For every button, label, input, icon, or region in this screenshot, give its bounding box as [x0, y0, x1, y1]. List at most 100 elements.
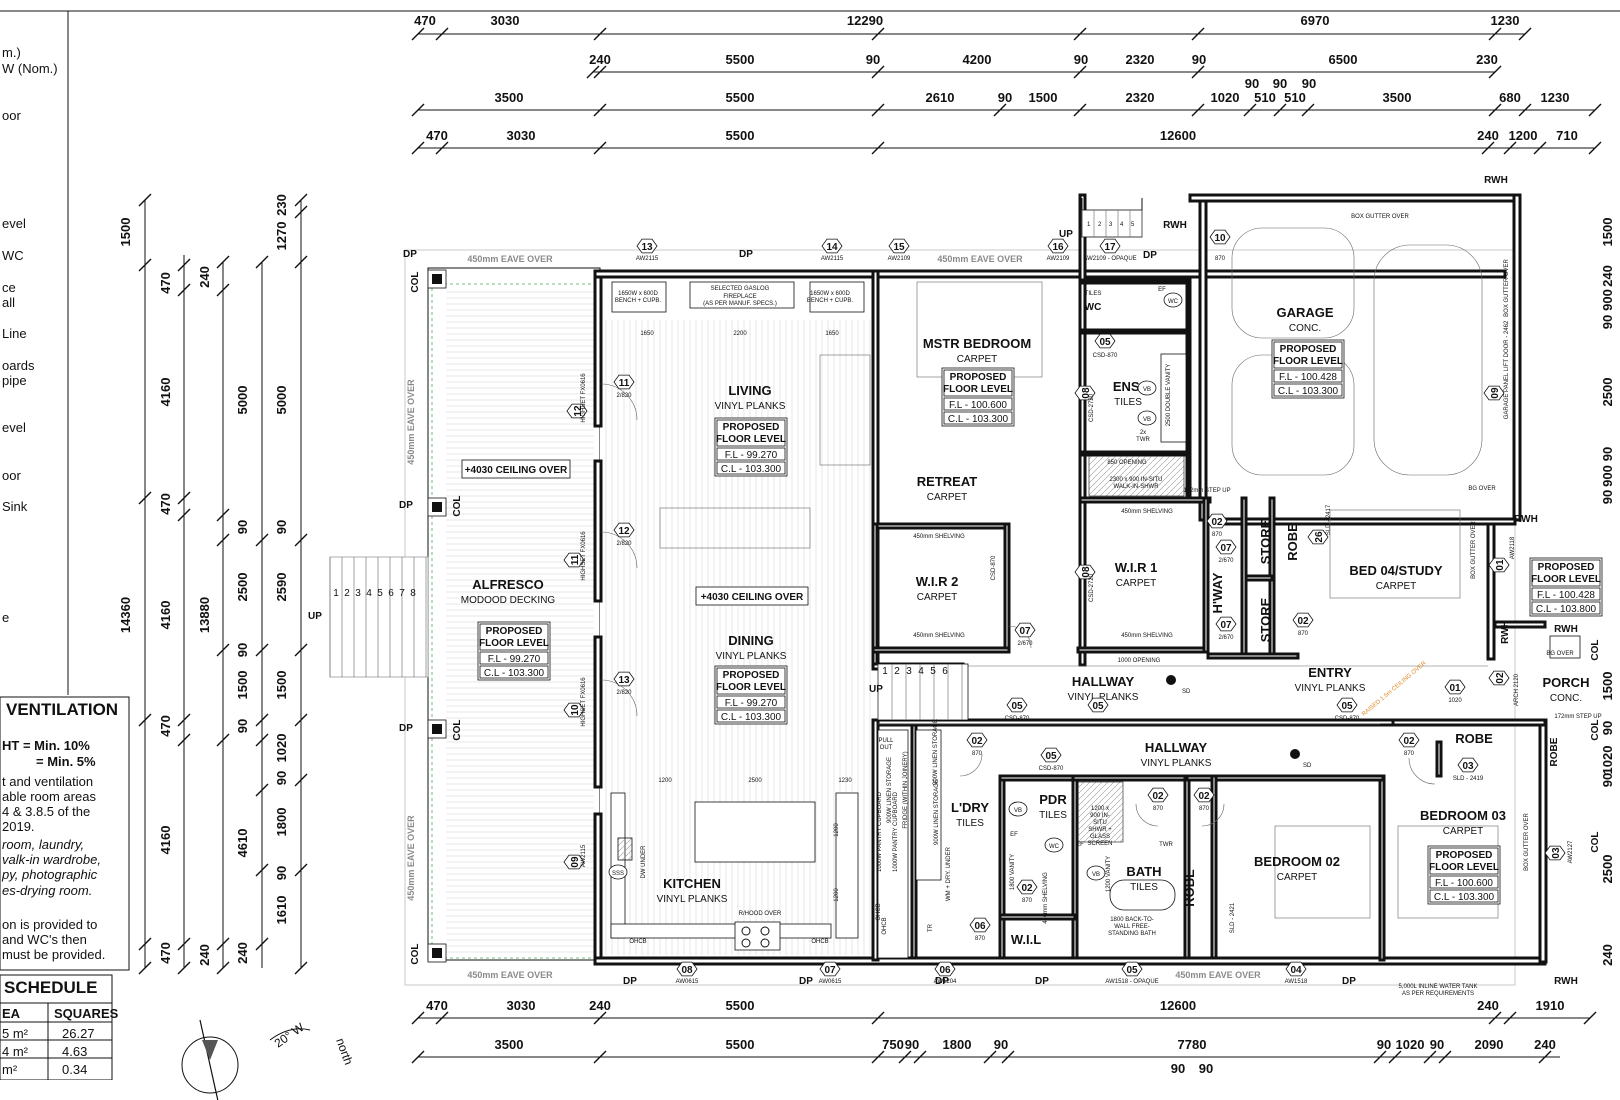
door-window-tag: 10: [1214, 233, 1226, 244]
dimension-label: 5500: [726, 90, 755, 105]
plan-note: GARAGE PANEL LIFT DOOR - 2462: [1504, 320, 1510, 419]
legend-text: WC: [2, 248, 24, 263]
tag-outline: [1544, 845, 1566, 861]
floor-level-cl-box: [1273, 383, 1343, 397]
stair-step-number: 4: [1120, 222, 1124, 228]
dimension-label: 470: [158, 493, 173, 515]
tag-outline: [563, 854, 585, 870]
plan-label: COL: [1590, 719, 1601, 740]
legend-text: ce: [2, 280, 16, 295]
compass-angle: 20° W: [272, 1020, 307, 1051]
tag-outline: [1215, 539, 1237, 555]
floor-level-cl-box: [1531, 601, 1601, 615]
dimension-label: 90: [1430, 1037, 1444, 1052]
legend-panel: VENTILATION SCHEDULE EA SQUARES 5 m² 26.…: [0, 0, 140, 1080]
tag-outline: [1121, 961, 1143, 977]
plan-note: SLD - 2421: [1230, 902, 1236, 933]
ceiling-level-value: C.L - 103.300: [484, 668, 545, 679]
room-name: L'DRY: [951, 800, 989, 815]
dimension-label: 2590: [274, 573, 289, 602]
dimension-label: 230: [274, 194, 289, 216]
plan-note: 1650: [825, 331, 839, 337]
proposed-label: PROPOSED: [486, 626, 543, 637]
dimension-label: 3500: [495, 90, 524, 105]
dimension-label: 5000: [274, 386, 289, 415]
dimension-label: 90: [998, 90, 1012, 105]
door-window-tag: 14: [826, 242, 838, 253]
plan-label: WC: [1085, 302, 1102, 313]
dimension-label: 240: [1600, 944, 1615, 966]
dimension-label: 12600: [1160, 998, 1196, 1013]
room-finish: VINYL PLANKS: [1295, 683, 1366, 694]
room-finish: CONC.: [1289, 323, 1321, 334]
tag-outline: [1006, 697, 1028, 713]
dimension-label: 5500: [726, 998, 755, 1013]
tag-outline: [1016, 879, 1038, 895]
schedule-row-3-area: m²: [2, 1062, 18, 1077]
door-window-tag: 07: [1019, 626, 1031, 637]
door-window-tag: 02: [1152, 791, 1164, 802]
room-name: GARAGE: [1276, 305, 1333, 320]
room-finish: CARPET: [957, 354, 998, 365]
room-finish: TILES: [1114, 397, 1142, 408]
eave-label: 450mm EAVE OVER: [467, 254, 553, 264]
dimension-label: 90: [1600, 721, 1615, 735]
north-compass: 20° W north: [181, 1020, 356, 1100]
room-name: W.I.R 1: [1115, 560, 1158, 575]
dimension-label: 12290: [847, 13, 883, 28]
door-window-tag: 09: [570, 856, 581, 868]
room-name: LIVING: [728, 383, 771, 398]
plan-note: EF: [1158, 287, 1166, 293]
plan-note: TR: [928, 923, 934, 932]
plan-note: (AS PER MANUF. SPECS.): [703, 301, 777, 307]
room-finish: VINYL PLANKS: [657, 894, 728, 905]
car-outline: [1231, 227, 1483, 476]
door-window-tag: 03: [1462, 761, 1474, 772]
plan-note: SELECTED GASLOG: [711, 286, 770, 292]
plan-note: CSD-870: [1039, 766, 1064, 772]
floor-level-cl-box: [943, 411, 1013, 425]
room-name: DINING: [728, 633, 774, 648]
floor-level-value: F.L - 100.600: [949, 400, 1007, 411]
plan-label: DP: [739, 249, 753, 260]
dimension-label: 1020: [1600, 746, 1615, 775]
plan-note: 1200 VANITY: [1106, 856, 1112, 892]
door-window-tag: 08: [1081, 566, 1092, 578]
dimension-label: 90: [1171, 1061, 1185, 1076]
plan-label: RWH: [1500, 620, 1511, 644]
legend-text: 4 & 3.8.5 of the: [2, 804, 91, 819]
ceiling-level-value: C.L - 103.300: [1434, 892, 1495, 903]
tag-outline: [819, 961, 841, 977]
tag-outline: [1074, 564, 1096, 580]
room-finish: TILES: [956, 818, 984, 829]
stair-step-number: 1: [1087, 222, 1091, 228]
door-window-tag: 01: [1495, 559, 1506, 571]
stair-step-number: 4: [366, 588, 372, 599]
floor-level-value: F.L - 99.270: [725, 698, 778, 709]
room-name: BED 04/STUDY: [1349, 563, 1443, 578]
tag-outline: [1336, 697, 1358, 713]
plan-note: 1000W PANTRY CUPBOARD: [893, 791, 899, 872]
legend-text: es-drying room.: [2, 883, 93, 898]
fixture-label: VB: [1143, 417, 1151, 423]
door-window-tag: 03: [1551, 847, 1562, 859]
room-name: PORCH: [1543, 675, 1590, 690]
stair-step-number: 6: [942, 666, 948, 677]
sheet-frame: [0, 10, 1620, 1080]
plan-note: 1230: [838, 778, 852, 784]
dimension-label: 2500: [1600, 855, 1615, 884]
plan-label: DP: [1035, 976, 1049, 987]
plan-note: AW2109 - OPAQUE: [1083, 256, 1136, 262]
legend-text: = Min. 5%: [36, 754, 96, 769]
tag-outline: [613, 522, 635, 538]
schedule-row-2-area: 4 m²: [2, 1044, 28, 1059]
door-window-tag: 10: [570, 704, 581, 716]
door-window-tag: 08: [1081, 387, 1092, 399]
legend-text: 2019.: [2, 819, 35, 834]
dimension-label: 230: [1476, 52, 1498, 67]
door-window-tag: 02: [971, 736, 983, 747]
proposed-label: PROPOSED: [723, 670, 780, 681]
fixture-label: VB: [1014, 808, 1022, 814]
stair-step-number: 1: [882, 666, 888, 677]
plan-note: BOX GUTTER OVER: [1504, 259, 1510, 317]
